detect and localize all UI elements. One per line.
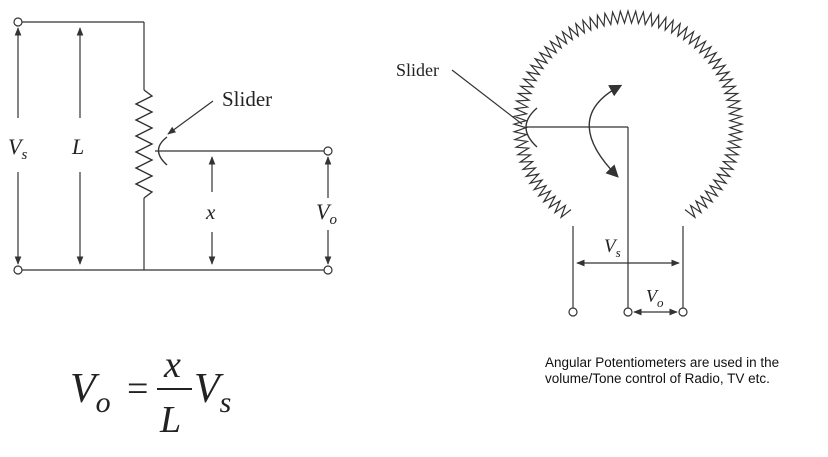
length-label: L [71,134,84,159]
angular-slider-label: Slider [396,60,439,80]
formula-numerator: x [163,344,181,386]
terminal-right [678,307,688,317]
formula: Vo = x L Vs [70,344,231,441]
linear-vo-label: Vo [316,199,337,228]
angular-slider-pointer [451,69,523,125]
angular-vo-label: Vo [646,286,664,310]
terminal-vo-bottom [323,265,333,275]
angular-potentiometer: Slider Vs Vo [396,8,745,317]
linear-slider-label: Slider [222,87,272,111]
linear-vs-label: Vs [8,134,27,163]
terminal-left [568,307,578,317]
terminal-bottom-left [13,265,23,275]
caption-text: Angular Potentiometers are used in the v… [545,355,780,386]
terminal-vo-top [323,146,333,156]
position-label: x [205,200,216,224]
linear-potentiometer: Slider Vs L x Vo [8,17,337,275]
rotation-arrow [588,84,623,178]
formula-equals: = [127,368,148,410]
angular-vs-label: Vs [604,236,621,260]
formula-lhs: Vo [70,366,111,419]
formula-rhs: Vs [194,366,231,419]
terminal-top-left [13,17,23,27]
resistor-zigzag [134,89,154,199]
slider-pointer [167,100,214,135]
formula-denominator: L [159,399,181,441]
resistor-coil [511,8,745,220]
terminal-wiper [623,307,633,317]
